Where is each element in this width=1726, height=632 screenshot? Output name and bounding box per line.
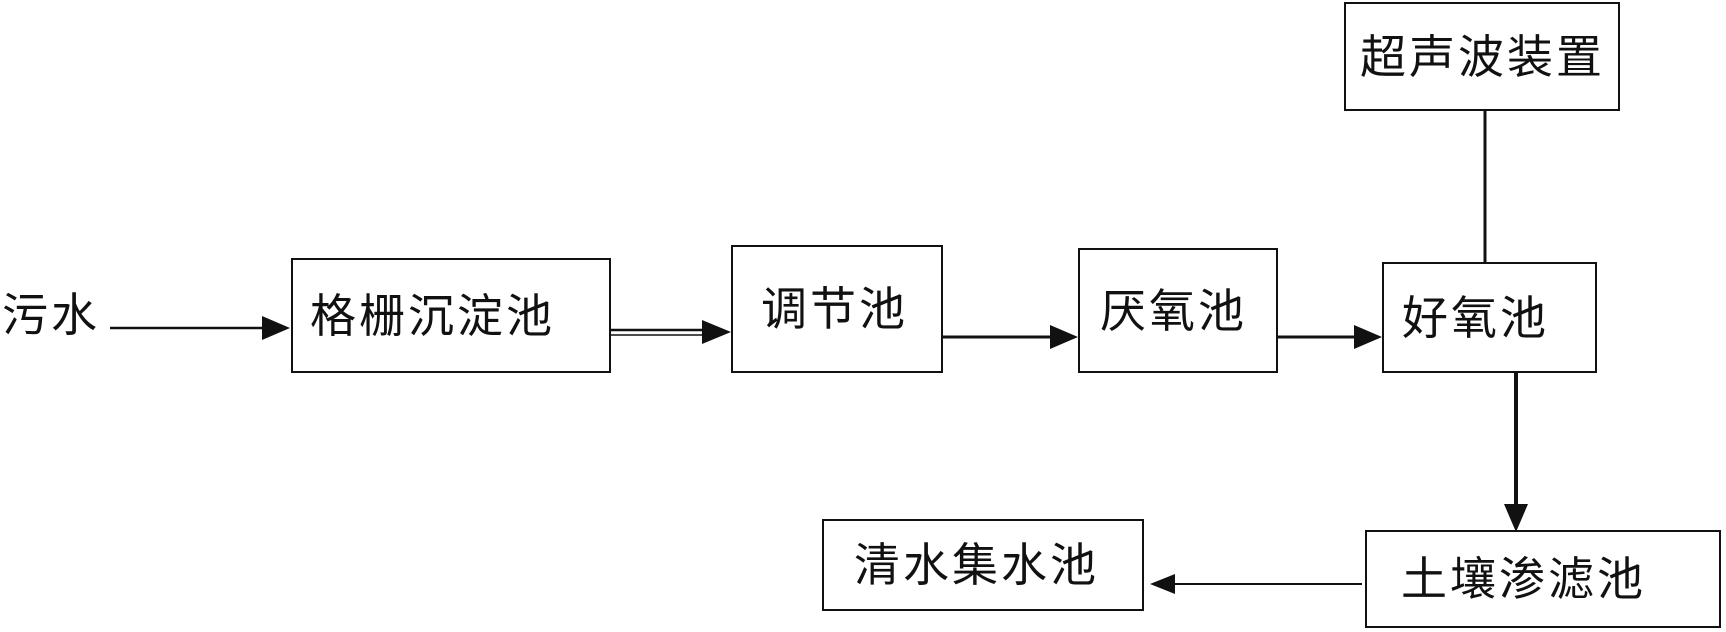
- anaerobic-tank-label: 厌氧池: [1100, 283, 1247, 338]
- soil-infiltration-tank-label: 土壤渗滤池: [1401, 552, 1646, 606]
- arrow-soil-to-clear: [1150, 574, 1362, 594]
- soil-infiltration-tank-node: 土壤渗滤池: [1365, 530, 1721, 628]
- arrow-sewage-to-grid: [110, 316, 290, 340]
- aerobic-tank-node: 好氧池: [1382, 262, 1597, 373]
- clear-water-tank-label: 清水集水池: [854, 538, 1099, 592]
- grid-settling-tank-label: 格栅沉淀池: [310, 288, 555, 343]
- arrow-grid-to-adjust: [611, 320, 731, 344]
- arrow-adjust-to-anaerobic: [943, 325, 1078, 349]
- adjustment-tank-node: 调节池: [731, 245, 943, 373]
- adjustment-tank-label: 调节池: [761, 282, 908, 336]
- ultrasonic-device-node: 超声波装置: [1344, 2, 1620, 111]
- sewage-label: 污水: [2, 288, 100, 342]
- arrow-anaerobic-to-aerobic: [1278, 325, 1382, 349]
- anaerobic-tank-node: 厌氧池: [1078, 248, 1278, 373]
- arrow-aerobic-to-soil: [1504, 373, 1528, 532]
- ultrasonic-device-label: 超声波装置: [1360, 29, 1605, 84]
- clear-water-tank-node: 清水集水池: [822, 519, 1144, 611]
- grid-settling-tank-node: 格栅沉淀池: [291, 258, 611, 373]
- aerobic-tank-label: 好氧池: [1402, 290, 1549, 345]
